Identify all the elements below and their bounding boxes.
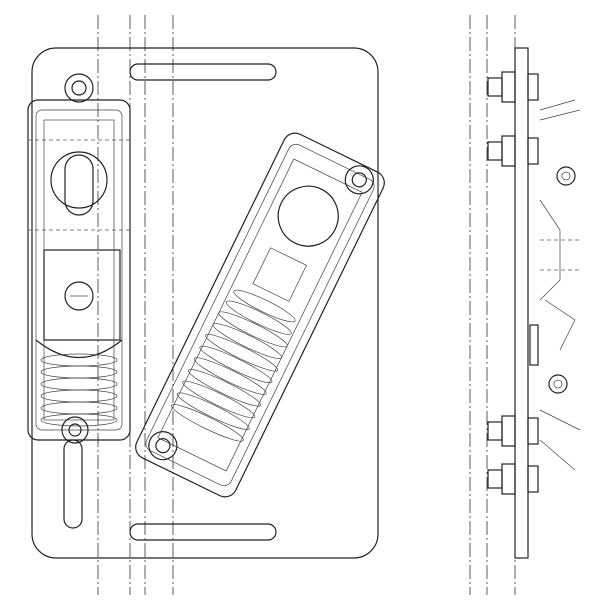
- side-view: [487, 47, 581, 559]
- tilted-spring-assembly: [135, 132, 385, 498]
- side-plate: [514, 47, 529, 559]
- pivot-bolt-top: [64, 73, 94, 103]
- side-bolts: [487, 71, 539, 495]
- base-plate: [31, 47, 379, 559]
- top-slot: [129, 63, 277, 81]
- vertical-spring-assembly: [27, 73, 131, 444]
- center-lines: [97, 15, 516, 595]
- side-mechanism: [529, 99, 581, 471]
- pivot-bolt-bottom: [61, 416, 89, 444]
- front-view: [27, 47, 385, 559]
- bottom-slot: [129, 523, 277, 541]
- vertical-slot: [63, 439, 83, 529]
